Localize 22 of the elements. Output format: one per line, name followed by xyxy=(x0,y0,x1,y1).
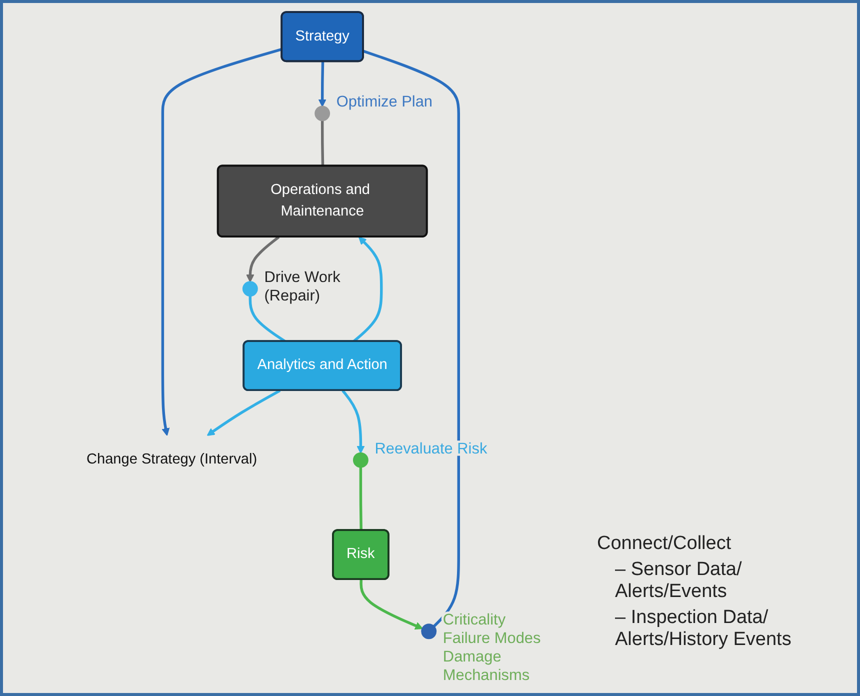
connector xyxy=(320,120,324,166)
node-circle xyxy=(352,452,368,468)
node-circle xyxy=(242,281,258,297)
arrow xyxy=(161,48,282,436)
connector xyxy=(359,466,363,531)
node-circle xyxy=(314,106,330,122)
arrow xyxy=(352,236,383,343)
arrow xyxy=(360,580,423,630)
note-text: Connect/Collect xyxy=(597,533,732,555)
callout-text: Optimize Plan xyxy=(336,94,432,111)
node-circle xyxy=(421,624,437,640)
callout-text: Drive Work (Repair) xyxy=(264,268,340,305)
connector xyxy=(248,296,286,343)
callout-text: Criticality Failure Modes Damage Mechanisms xyxy=(442,612,541,684)
arrow xyxy=(206,389,281,436)
arrow xyxy=(342,390,365,454)
note-text: – Sensor Data/ Alerts/Events xyxy=(614,559,743,603)
connector xyxy=(363,50,460,628)
arrow xyxy=(246,236,280,282)
arrow xyxy=(318,62,326,107)
note-text: – Inspection Data/ Alerts/History Events xyxy=(614,607,792,651)
node-text: Change Strategy (Interval) xyxy=(86,452,258,468)
